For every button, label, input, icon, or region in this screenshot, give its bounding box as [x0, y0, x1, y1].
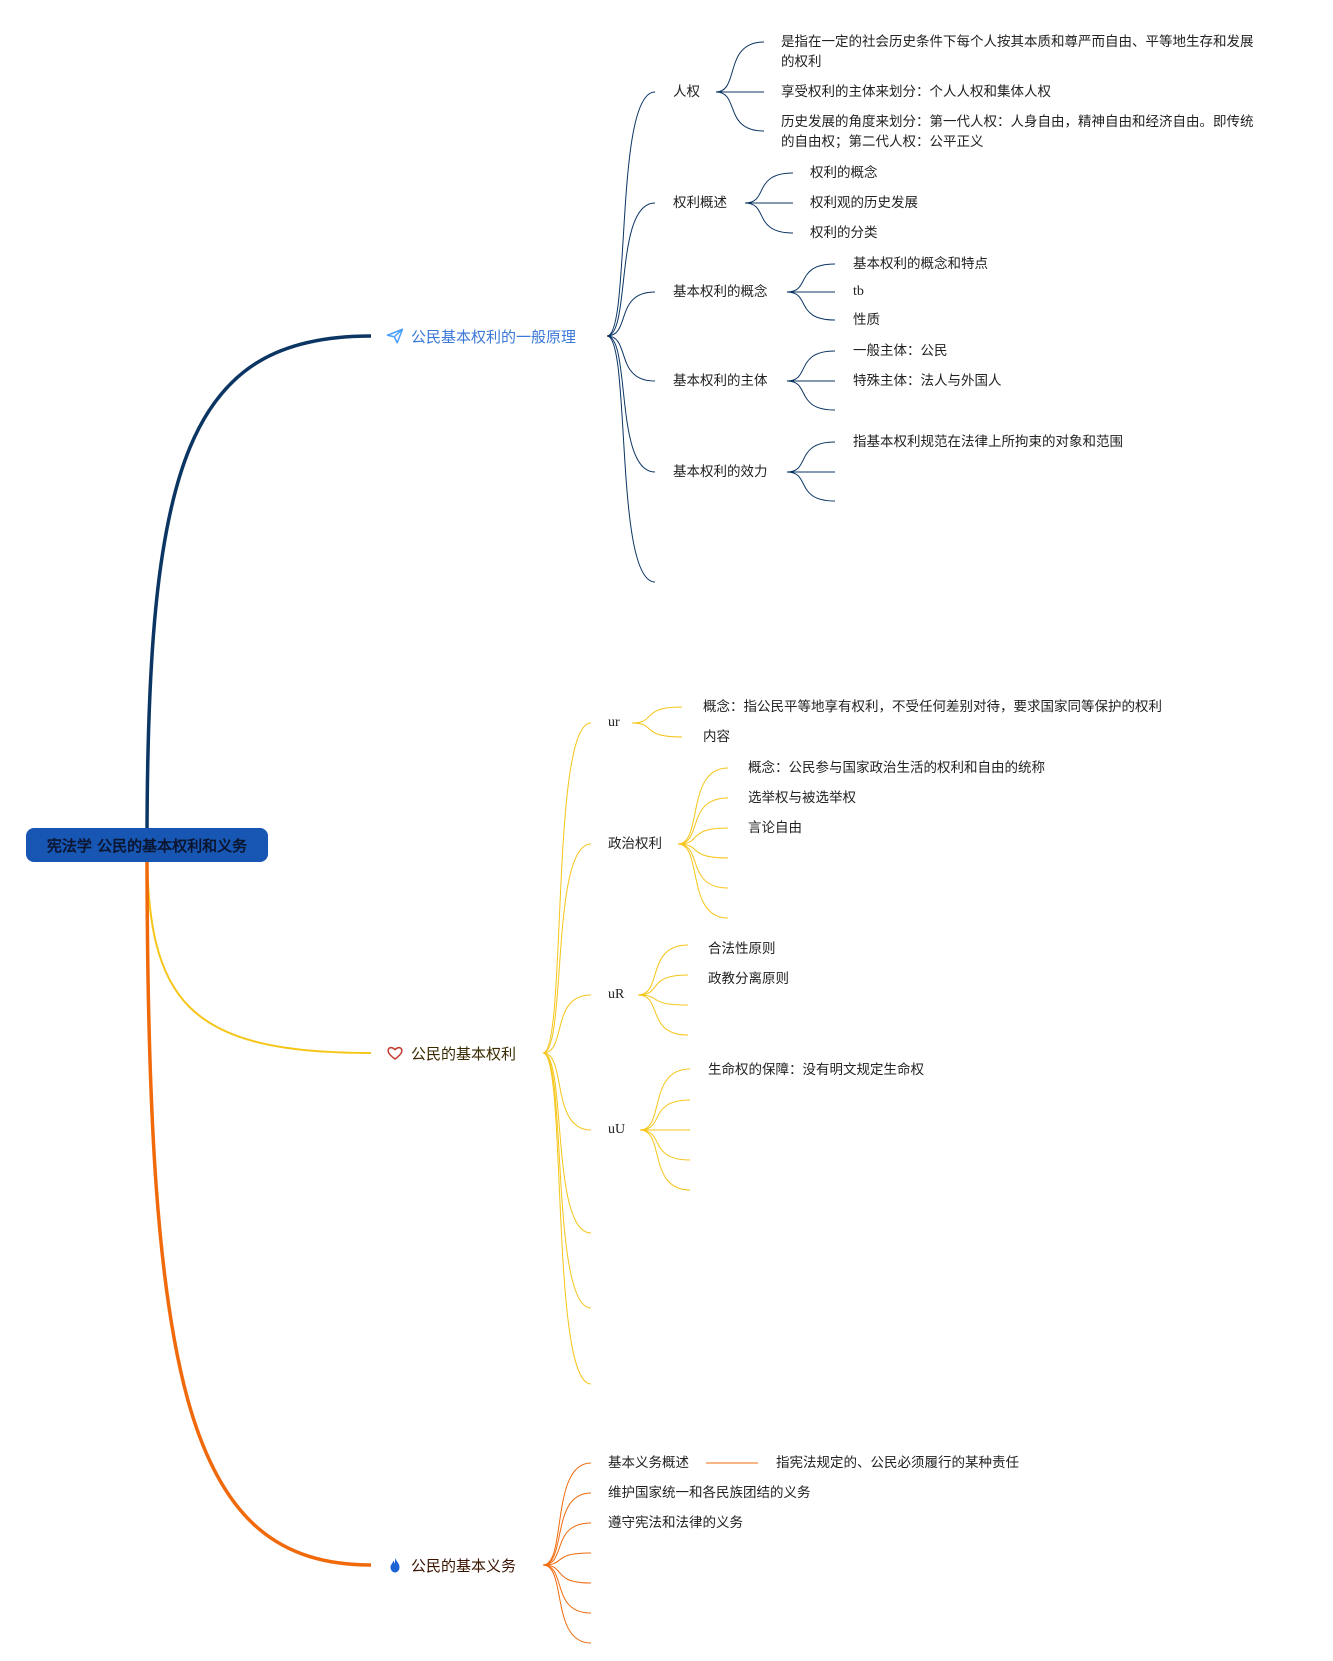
- branch2-leaf-link-2-0: [637, 944, 689, 996]
- branch-label: 公民的基本权利: [411, 1044, 517, 1063]
- leaf-general-subject[interactable]: 一般主体：公民: [853, 343, 948, 359]
- branch1-leaf-link-0-2: [715, 91, 765, 132]
- leaf-political-concept[interactable]: 概念：公民参与国家政治生活的权利和自由的统称: [748, 760, 1045, 776]
- topic-political-rights[interactable]: 政治权利: [608, 836, 662, 852]
- topic-basic-rights-concept[interactable]: 基本权利的概念: [673, 284, 768, 300]
- branch2-leaf-link-3-3: [639, 1129, 691, 1161]
- root-node[interactable]: 宪法学 公民的基本权利和义务: [26, 828, 268, 862]
- branch1-leaf-link-1-2: [744, 202, 794, 234]
- leaf-rights-classification[interactable]: 权利的分类: [810, 225, 878, 241]
- branch1-link-4: [606, 335, 656, 473]
- branch2-leaf-link-2-3: [637, 994, 689, 1036]
- leaf-equality-concept[interactable]: 概念：指公民平等地享有权利，不受任何差别对待，要求国家同等保护的权利: [703, 699, 1162, 715]
- leaf-duties-definition[interactable]: 指宪法规定的、公民必须履行的某种责任: [776, 1455, 1019, 1471]
- paper-plane-icon: [385, 326, 405, 346]
- root-link-branch-3: [145, 844, 372, 1567]
- branch-label: 公民的基本义务: [411, 1556, 517, 1575]
- branch-label: 公民基本权利的一般原理: [411, 327, 577, 346]
- branch2-leaf-link-1-2: [677, 827, 729, 845]
- leaf-rights-concept[interactable]: 权利的概念: [810, 165, 878, 181]
- leaf-human-rights-history[interactable]: 历史发展的角度来划分：第一代人权：人身自由，精神自由和经济自由。即传统的自由权；…: [781, 114, 1254, 150]
- topic-uR[interactable]: uR: [608, 987, 625, 1002]
- leaf-human-rights-subject[interactable]: 享受权利的主体来划分：个人人权和集体人权: [781, 84, 1051, 100]
- branch1-leaf-link-4-0: [786, 441, 836, 473]
- branch2-leaf-link-1-4: [677, 843, 729, 889]
- branch1-leaf-link-2-0: [786, 263, 836, 293]
- leaf-nature[interactable]: 性质: [853, 312, 880, 328]
- branch2-leaf-link-1-0: [677, 767, 729, 845]
- branch2-link-2: [542, 994, 592, 1054]
- branch1-link-3: [606, 335, 656, 382]
- branch-node-basic-rights[interactable]: 公民的基本权利: [371, 1035, 543, 1071]
- branch2-leaf-link-3-1: [639, 1099, 691, 1131]
- leaf-right-to-life[interactable]: 生命权的保障：没有明文规定生命权: [708, 1062, 924, 1078]
- branch2-leaf-link-2-1: [637, 974, 689, 996]
- leaf-rights-history[interactable]: 权利观的历史发展: [810, 195, 918, 211]
- branch2-leaf-link-0-1: [631, 722, 683, 738]
- branch3-link-5: [542, 1564, 592, 1614]
- branch2-leaf-link-3-4: [639, 1129, 691, 1191]
- leaf-free-speech[interactable]: 言论自由: [748, 820, 802, 836]
- branch1-leaf-link-0-0: [715, 41, 765, 93]
- leaf-basic-rights-features[interactable]: 基本权利的概念和特点: [853, 256, 988, 272]
- flame-icon: [385, 1555, 405, 1575]
- branch3-link-6: [542, 1564, 592, 1644]
- root-link-branch-2: [146, 844, 372, 1054]
- leaf-effect-definition[interactable]: 指基本权利规范在法律上所拘束的对象和范围: [853, 434, 1123, 450]
- topic-rights-overview[interactable]: 权利概述: [673, 195, 727, 211]
- branch1-link-1: [606, 202, 656, 337]
- heart-icon: [385, 1043, 405, 1063]
- branch3-link-1: [542, 1492, 592, 1566]
- branch1-link-0: [606, 91, 656, 337]
- branch2-link-1: [542, 843, 592, 1054]
- leaf-legality-principle[interactable]: 合法性原则: [708, 941, 776, 957]
- branch2-link-4: [542, 1052, 592, 1234]
- branch2-leaf-link-1-3: [677, 843, 729, 859]
- branch2-link-5: [542, 1052, 592, 1309]
- topic-duties-overview[interactable]: 基本义务概述: [608, 1455, 689, 1471]
- branch1-leaf-link-3-0: [786, 350, 836, 382]
- branch3-link-4: [542, 1564, 592, 1584]
- leaf-church-state-separation[interactable]: 政教分离原则: [708, 971, 789, 987]
- branch-node-basic-duties[interactable]: 公民的基本义务: [371, 1547, 543, 1583]
- branch1-link-2: [606, 291, 656, 337]
- branch2-leaf-link-1-5: [677, 843, 729, 919]
- branch1-link-5: [606, 335, 656, 583]
- branch2-leaf-link-3-0: [639, 1068, 691, 1131]
- topic-national-unity-duty[interactable]: 维护国家统一和各民族团结的义务: [608, 1485, 811, 1501]
- branch2-leaf-link-1-1: [677, 797, 729, 845]
- branch1-leaf-link-3-2: [786, 380, 836, 411]
- leaf-special-subject[interactable]: 特殊主体：法人与外国人: [853, 373, 1002, 389]
- branch2-leaf-link-0-0: [631, 706, 683, 724]
- leaf-equality-content[interactable]: 内容: [703, 729, 730, 745]
- branch3-link-2: [542, 1522, 592, 1566]
- branch3-link-3: [542, 1552, 592, 1566]
- topic-uU[interactable]: uU: [608, 1122, 626, 1137]
- branch3-link-0: [542, 1462, 592, 1566]
- topic-basic-rights-effect[interactable]: 基本权利的效力: [673, 464, 768, 480]
- leaf-human-rights-definition[interactable]: 是指在一定的社会历史条件下每个人按其本质和尊严而自由、平等地生存和发展的权利: [781, 34, 1254, 70]
- topic-human-rights[interactable]: 人权: [673, 84, 700, 100]
- topic-basic-rights-subject[interactable]: 基本权利的主体: [673, 373, 768, 389]
- branch2-link-3: [542, 1052, 592, 1131]
- leaf-election-right[interactable]: 选举权与被选举权: [748, 790, 856, 806]
- leaf-tb[interactable]: tb: [853, 284, 864, 299]
- root-label: 宪法学 公民的基本权利和义务: [46, 836, 248, 855]
- branch1-leaf-link-1-0: [744, 172, 794, 204]
- branch1-leaf-link-2-2: [786, 291, 836, 321]
- branch1-leaf-link-4-2: [786, 471, 836, 502]
- root-link-branch-1: [145, 334, 372, 846]
- topic-ur[interactable]: ur: [608, 715, 620, 730]
- branch2-leaf-link-2-2: [637, 994, 689, 1006]
- branch2-link-6: [542, 1052, 592, 1385]
- branch-node-general-principles[interactable]: 公民基本权利的一般原理: [371, 318, 607, 354]
- branch2-link-0: [542, 722, 592, 1054]
- topic-obey-constitution-duty[interactable]: 遵守宪法和法律的义务: [608, 1515, 743, 1531]
